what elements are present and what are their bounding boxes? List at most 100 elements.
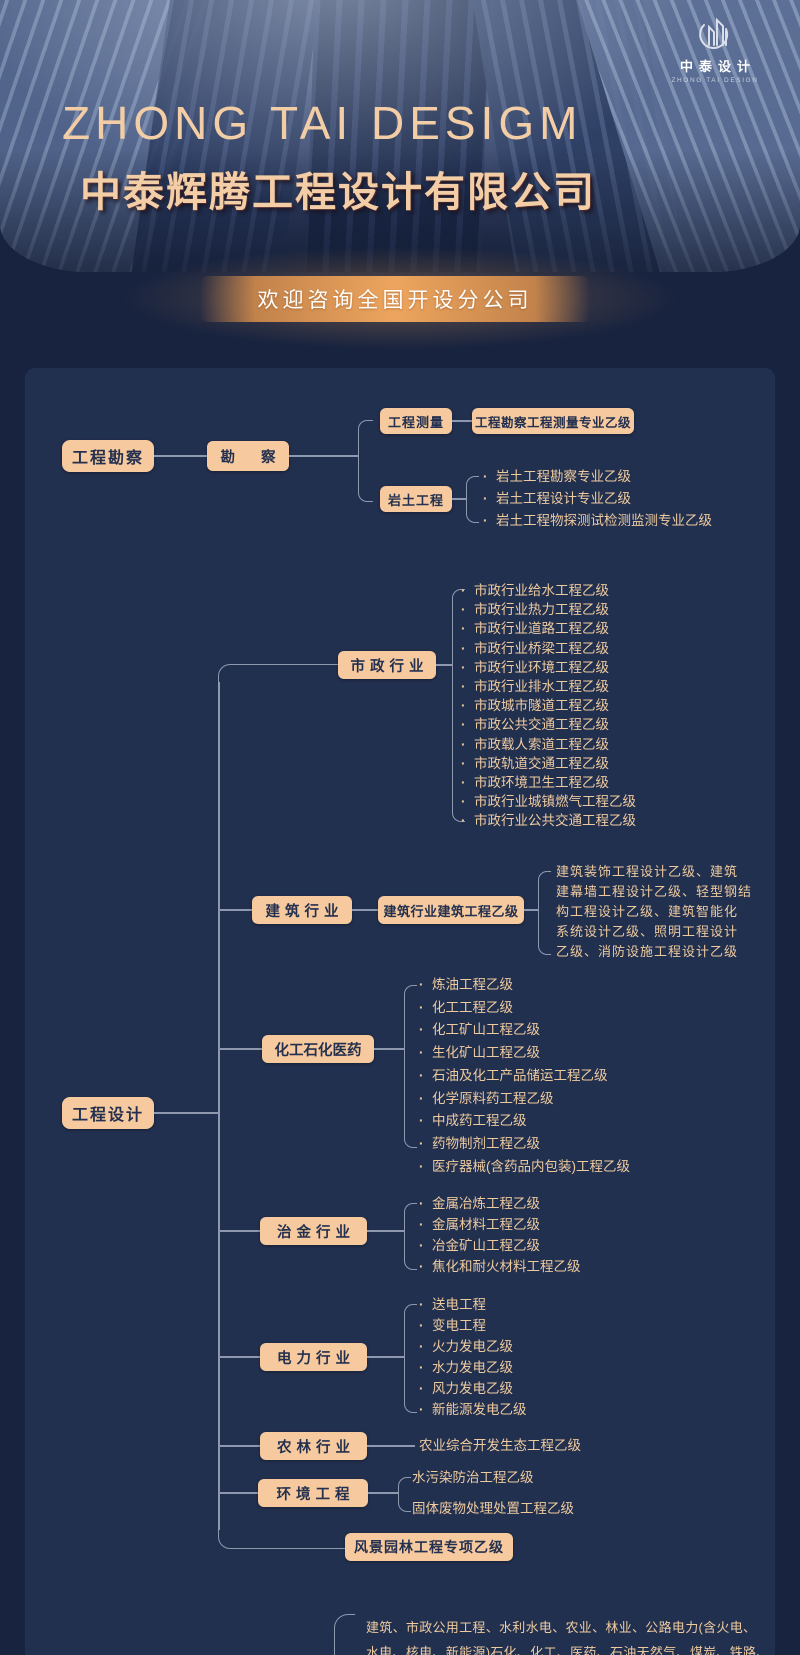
list-item: 市政行业道路工程乙级 — [460, 619, 636, 638]
connector-line — [524, 909, 538, 911]
list-item: 市政行业排水工程乙级 — [460, 677, 636, 696]
node-measure-cert: 工程勘察工程测量专业乙级 — [472, 408, 634, 434]
connector-bracket — [466, 476, 479, 523]
node-chemical: 化工石化医药 — [262, 1035, 374, 1063]
list-item: 焦化和耐火材料工程乙级 — [418, 1256, 581, 1277]
footer-line: 建筑、市政公用工程、水利水电、农业、林业、公路电力(含火电、 — [366, 1620, 757, 1635]
connector-line — [289, 455, 358, 457]
connector-bracket — [404, 1304, 417, 1413]
block-line: 建筑装饰工程设计乙级、建筑 — [556, 864, 739, 879]
geotech-list: 岩土工程勘察专业乙级 岩土工程设计专业乙级 岩土工程物探测试检测监测专业乙级 — [482, 466, 712, 532]
list-item: 岩土工程物探测试检测监测专业乙级 — [482, 510, 712, 532]
connector-bracket — [404, 1203, 417, 1270]
list-item: 石油及化工产品储运工程乙级 — [418, 1065, 630, 1088]
node-landscape: 风景园林工程专项乙级 — [345, 1533, 513, 1561]
logo-building-icon — [699, 17, 729, 49]
connector-line — [452, 498, 466, 500]
footer-block: 建筑、市政公用工程、水利水电、农业、林业、公路电力(含火电、 水电、核电、新能源… — [366, 1616, 770, 1655]
list-item: 火力发电乙级 — [418, 1336, 527, 1357]
list-item: 送电工程 — [418, 1294, 527, 1315]
construction-block: 建筑装饰工程设计乙级、建筑 建幕墙工程设计乙级、轻型钢结 构工程设计乙级、建筑智… — [556, 862, 752, 962]
block-line: 构工程设计乙级、建筑智能化 — [556, 904, 739, 919]
metallurgy-list: 金属冶炼工程乙级 金属材料工程乙级 冶金矿山工程乙级 焦化和耐火材料工程乙级 — [418, 1193, 581, 1277]
list-item: 生化矿山工程乙级 — [418, 1042, 630, 1065]
list-item: 中成药工程乙级 — [418, 1110, 630, 1133]
banner-ribbon: 欢迎咨询全国开设分公司 — [200, 276, 590, 322]
list-item: 化学原料药工程乙级 — [418, 1088, 630, 1111]
connector-line — [367, 1230, 404, 1232]
list-item: 水污染防治工程乙级 — [412, 1470, 534, 1485]
list-item: 市政载人索道工程乙级 — [460, 735, 636, 754]
list-item: 市政行业给水工程乙级 — [460, 581, 636, 600]
list-item: 化工矿山工程乙级 — [418, 1019, 630, 1042]
connector-bracket — [538, 871, 551, 955]
company-title-cn: 中泰辉腾工程设计有限公司 — [80, 169, 596, 215]
block-line: 系统设计乙级、照明工程设计 — [556, 924, 739, 939]
connector-elbow — [218, 664, 339, 685]
connector-line — [218, 1445, 260, 1447]
connector-line — [374, 1048, 404, 1050]
connector-line — [154, 1112, 218, 1114]
list-item: 固体废物处理处置工程乙级 — [412, 1501, 574, 1516]
connector-bracket — [358, 420, 373, 502]
chemical-list: 炼油工程乙级 化工工程乙级 化工矿山工程乙级 生化矿山工程乙级 石油及化工产品储… — [418, 974, 630, 1178]
node-survey-root: 工程勘察 — [62, 440, 154, 472]
list-item: 市政行业桥梁工程乙级 — [460, 639, 636, 658]
connector-bracket — [452, 589, 465, 822]
connector-line — [218, 1230, 260, 1232]
list-item: 市政环境卫生工程乙级 — [460, 773, 636, 792]
node-power: 电力行业 — [260, 1343, 367, 1371]
node-construction: 建筑行业 — [252, 896, 352, 924]
agriculture-item: 农业综合开发生态工程乙级 — [419, 1438, 581, 1453]
list-item: 市政行业热力工程乙级 — [460, 600, 636, 619]
connector-line — [154, 455, 207, 457]
connector-bracket — [404, 985, 417, 1148]
list-item: 市政公共交通工程乙级 — [460, 715, 636, 734]
list-item: 水力发电乙级 — [418, 1357, 527, 1378]
list-item: 冶金矿山工程乙级 — [418, 1235, 581, 1256]
node-geotech: 岩土工程 — [380, 486, 452, 512]
company-logo: 中泰设计 ZHONG TAI DESIGN — [652, 14, 778, 84]
list-item: 化工工程乙级 — [418, 997, 630, 1020]
power-list: 送电工程 变电工程 火力发电乙级 水力发电乙级 风力发电乙级 新能源发电乙级 — [418, 1294, 527, 1420]
block-line: 建幕墙工程设计乙级、轻型钢结 — [556, 884, 753, 899]
list-item: 岩土工程勘察专业乙级 — [482, 466, 712, 488]
environment-list: 水污染防治工程乙级 固体废物处理处置工程乙级 — [412, 1462, 574, 1524]
list-item: 炼油工程乙级 — [418, 974, 630, 997]
list-item: 金属材料工程乙级 — [418, 1214, 581, 1235]
list-item: 新能源发电乙级 — [418, 1399, 527, 1420]
node-agriculture: 农林行业 — [260, 1432, 367, 1460]
list-item: 市政城市隧道工程乙级 — [460, 696, 636, 715]
connector-line — [218, 682, 220, 1530]
node-survey-measure: 工程测量 — [380, 408, 452, 434]
list-item: 风力发电乙级 — [418, 1378, 527, 1399]
block-line: 乙级、消防设施工程设计乙级 — [556, 944, 739, 959]
list-item: 市政轨道交通工程乙级 — [460, 754, 636, 773]
connector-line — [352, 909, 378, 911]
logo-text-en: ZHONG TAI DESIGN — [671, 77, 759, 84]
connector-line — [367, 1356, 404, 1358]
logo-text-cn: 中泰设计 — [679, 59, 756, 74]
connector-line — [218, 1356, 260, 1358]
list-item: 市政行业公共交通工程乙级 — [460, 811, 636, 830]
node-municipal: 市政行业 — [338, 651, 436, 679]
node-metallurgy: 治金行业 — [260, 1217, 367, 1245]
list-item: 市政行业环境工程乙级 — [460, 658, 636, 677]
hero-photo: ZHONG TAI DESIGM 中泰辉腾工程设计有限公司 中泰设计 ZHONG… — [0, 0, 800, 272]
connector-line — [218, 1492, 258, 1494]
list-item: 市政行业城镇燃气工程乙级 — [460, 792, 636, 811]
list-item: 变电工程 — [418, 1315, 527, 1336]
list-item: 金属冶炼工程乙级 — [418, 1193, 581, 1214]
connector-bracket — [398, 1477, 411, 1512]
company-title-en: ZHONG TAI DESIGM — [62, 97, 583, 149]
connector-line — [218, 909, 252, 911]
hero-light-overlay — [0, 0, 800, 272]
diagram-panel — [25, 368, 775, 1655]
node-design-root: 工程设计 — [62, 1097, 154, 1129]
connector-line — [452, 420, 472, 422]
connector-elbow — [218, 1528, 346, 1549]
connector-line — [368, 1492, 398, 1494]
list-item: 药物制剂工程乙级 — [418, 1133, 630, 1156]
municipal-list: 市政行业给水工程乙级 市政行业热力工程乙级 市政行业道路工程乙级 市政行业桥梁工… — [460, 581, 636, 831]
